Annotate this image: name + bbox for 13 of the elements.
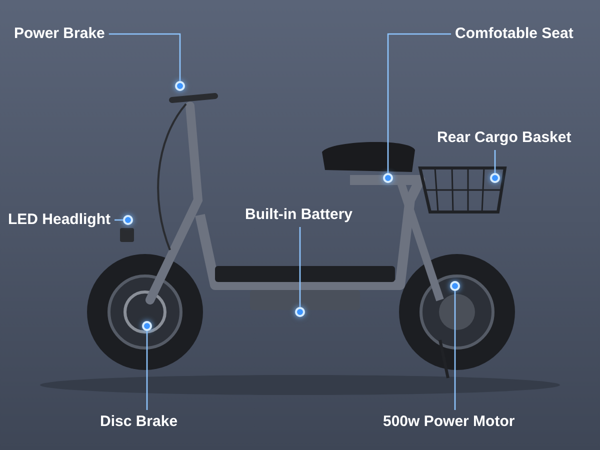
- callout-label: Comfotable Seat: [455, 24, 574, 44]
- leader-line: [494, 150, 496, 173]
- callout-label: Built-in Battery: [245, 205, 353, 225]
- callout-label: 500w Power Motor: [383, 412, 515, 432]
- callout-label: Disc Brake: [100, 412, 178, 432]
- leader-line: [108, 33, 181, 81]
- leader-line: [454, 291, 456, 410]
- callout-label: Power Brake: [14, 24, 105, 44]
- leader-line: [146, 331, 148, 410]
- callout-label: LED Headlight: [8, 210, 111, 230]
- leader-line: [387, 33, 451, 173]
- leader-line: [299, 227, 301, 307]
- callout-label: Rear Cargo Basket: [437, 128, 572, 148]
